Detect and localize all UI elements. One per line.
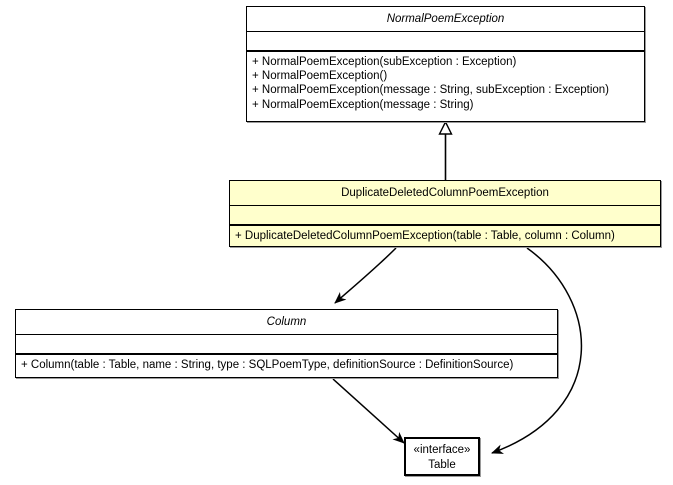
class-name-column: Column	[266, 316, 307, 328]
class-attributes-normal-poem-exception	[247, 31, 644, 50]
operation-row: + DuplicateDeletedColumnPoemException(ta…	[235, 230, 615, 242]
class-attributes-column	[16, 334, 557, 353]
class-operations-normal-poem-exception: + NormalPoemException(subException : Exc…	[247, 50, 644, 116]
operation-row: + Column(table : Table, name : String, t…	[21, 359, 514, 371]
class-operations-column: + Column(table : Table, name : String, t…	[16, 353, 557, 376]
class-box-duplicate-deleted-column-poem-exception[interactable]: DuplicateDeletedColumnPoemException + Du…	[229, 180, 661, 247]
operation-row: + NormalPoemException(message : String, …	[252, 84, 609, 97]
class-name-duplicate-deleted-column-poem-exception: DuplicateDeletedColumnPoemException	[341, 187, 549, 199]
operation-row: + NormalPoemException(message : String)	[252, 98, 474, 111]
class-attributes-duplicate-deleted-column-poem-exception	[230, 205, 660, 224]
class-box-column[interactable]: Column + Column(table : Table, name : St…	[15, 309, 558, 378]
class-box-normal-poem-exception[interactable]: NormalPoemException + NormalPoemExceptio…	[246, 6, 645, 122]
interface-stereotype-table: «interface»	[413, 444, 471, 456]
class-operations-duplicate-deleted-column-poem-exception: + DuplicateDeletedColumnPoemException(ta…	[230, 224, 660, 247]
operation-row: + NormalPoemException()	[252, 70, 388, 83]
operation-row: + NormalPoemException(subException : Exc…	[252, 56, 517, 68]
class-name-normal-poem-exception: NormalPoemException	[386, 13, 505, 25]
edge-generalization-dup-to-normal	[438, 120, 453, 180]
edge-dependency-dup-to-column	[334, 247, 397, 304]
edge-dependency-column-to-table	[332, 378, 405, 444]
interface-box-table[interactable]: «interface» Table	[404, 437, 480, 476]
interface-name-table: Table	[428, 459, 456, 471]
